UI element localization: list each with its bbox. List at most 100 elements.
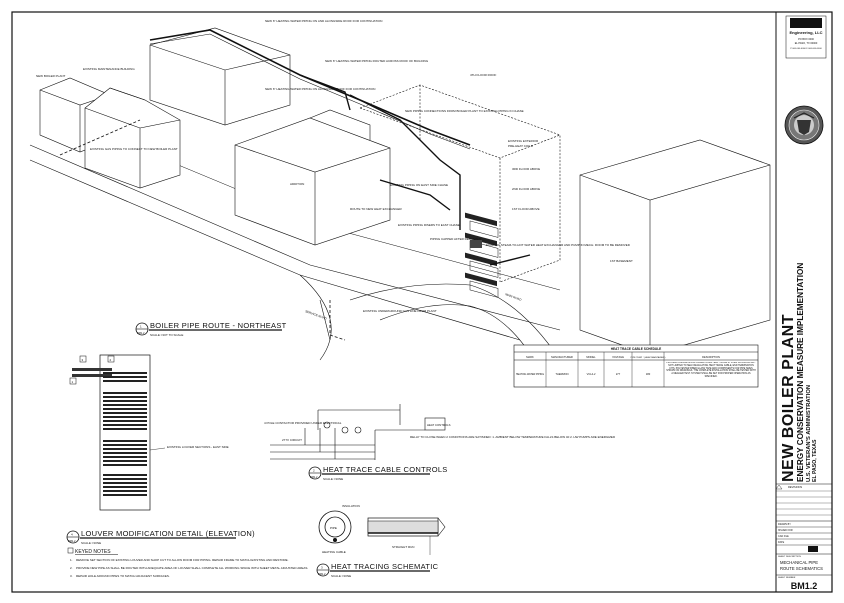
- route-iso-view: [29, 27, 771, 371]
- svg-text:2: 2: [110, 358, 112, 362]
- louver-view-sheet: BM1.2: [68, 539, 76, 543]
- label-existing-underground: EXISTING UNDERGROUND GAS LINE FROM PLANT: [363, 309, 437, 313]
- label-pipe-routing-3: NEW 6" HEATING WATER PIPING ON ALONGSIDE…: [265, 87, 375, 91]
- louver-view-number: 4: [71, 533, 73, 537]
- controls-view-sheet: BM1.2: [310, 475, 318, 479]
- label-piping-capped: PIPING CAPPED AFTER REMOVALS: [430, 237, 481, 241]
- louver-detail: 3 2 1 EXISTING LOUVER SECTIONS - EAST SI…: [69, 354, 229, 511]
- view-title-tracing: 3 BM1.2 HEAT TRACING SCHEMATIC SCALE: NO…: [316, 562, 439, 578]
- label-existing-piping-east: EXISTING PIPING ON EAST SIDE CHASE: [390, 183, 448, 187]
- label-first-floor: 1ST FLOOR ABOVE: [512, 207, 540, 211]
- label-insulation: INSULATION: [342, 504, 360, 508]
- title-block: Engineering, LLC PO BOX 0000 EL PASO, TX…: [775, 15, 832, 591]
- label-basement: 1ST BASEMENT: [610, 259, 633, 263]
- controls-view-title: HEAT TRACE CABLE CONTROLS: [323, 465, 448, 474]
- va-seal-icon: [784, 105, 824, 145]
- louver-view-title: LOUVER MODIFICATION DETAIL (ELEVATION): [81, 529, 255, 538]
- tracing-view-sheet: BM1.2: [318, 572, 326, 576]
- route-view-sheet: BM1.2: [137, 331, 145, 335]
- label-route-new: ROUTE TO NEW HEAT EXCHANGER: [350, 207, 402, 211]
- label-pipe: PIPE: [330, 526, 337, 530]
- schedule-cell-manufacturer: THERMON: [555, 372, 568, 376]
- schedule-cell-description: PROVIDE COMPLETE AND OPERATIONAL HEAT TR…: [666, 362, 756, 378]
- firm-address-1: PO BOX 0000: [798, 38, 814, 41]
- view-title-controls: 2 BM1.2 HEAT TRACE CABLE CONTROLS SCALE:…: [308, 465, 448, 481]
- route-view-number: 1: [140, 325, 142, 329]
- route-view-title: BOILER PIPE ROUTE - NORTHEAST: [150, 321, 287, 330]
- label-existing-piping-riser: EXISTING PIPING RISERS TO EAST CHASE: [398, 223, 460, 227]
- label-existing-chase: EXISTING EXTERIOR: [508, 139, 539, 143]
- schedule-header-pipe-temp: PIPE TEMP ° (HEAT MAINTAINED): [631, 356, 666, 359]
- label-existing-maintenance: EXISTING MAINTENANCE BUILDING: [83, 67, 135, 71]
- project-subtitle: ENERGY CONSERVATION MEASURE IMPLEMENTATI…: [796, 263, 805, 482]
- schedule-header-manufacturer: MANUFACTURER: [551, 355, 573, 359]
- label-existing-gas: EXISTING GAS PIPING TO CONNECT TO NEW BO…: [90, 147, 178, 151]
- controls-note-left: 4 POLE CONTACTOR PROVIDED UNDER ELECTRIC…: [264, 421, 342, 425]
- sheet-description-2: ROUTE SCHEMATICS: [780, 566, 823, 571]
- controls-view-number: 2: [313, 469, 315, 473]
- tb-sheet-description-label: SHEET DESCRIPTION: [778, 556, 801, 558]
- label-pipe-routing-2: NEW 6" HEATING WATER PIPING ROUTED ACROS…: [325, 59, 429, 63]
- tb-issued-for: ISSUED FOR: [778, 529, 793, 532]
- sheet-border: [11, 11, 833, 593]
- svg-text:1.: 1.: [70, 558, 73, 562]
- schedule-header-mark: MARK: [526, 355, 534, 359]
- firm-phone: P 000.000.0000 F 000.000.0000: [790, 48, 822, 50]
- schedule-cell-pipe-temp: 180: [646, 372, 651, 376]
- label-main-road: MAIN ROAD: [505, 292, 523, 302]
- controls-box-label: HEAT CONTROLS: [427, 423, 451, 427]
- schedule-cell-voltage: 277: [616, 372, 621, 376]
- label-second-floor: 2ND FLOOR ABOVE: [512, 187, 540, 191]
- schedule-header-model: MODEL: [586, 355, 596, 359]
- heat-trace-controls-labels: 4 POLE CONTACTOR PROVIDED UNDER ELECTRIC…: [264, 421, 616, 442]
- keyed-note-1: REMOVE SET SECTION OF EXISTING LOUVER AN…: [76, 558, 289, 562]
- heat-trace-schedule: HEAT TRACE CABLE SCHEDULE MARK MANUFACTU…: [513, 344, 759, 388]
- keyed-notes-title: KEYED NOTES: [75, 549, 111, 555]
- view-title-route: 1 BM1.2 BOILER PIPE ROUTE - NORTHEAST SC…: [135, 321, 287, 337]
- tb-drawn-by: DRAWN BY: [778, 523, 791, 526]
- tb-sheet-number-label: SHEET NUMBER: [778, 577, 796, 579]
- revisions-label: REVISIONS: [788, 485, 802, 489]
- route-iso-labels: NEW BOILER PLANT EXISTING MAINTENANCE BU…: [36, 19, 633, 321]
- louver-view-scale: SCALE: NONE: [81, 541, 101, 545]
- label-existing-louver: EXISTING LOUVER SECTIONS - EAST SIDE: [167, 445, 229, 449]
- schedule-cell-model: VCL4-2: [587, 372, 596, 376]
- label-new-boiler-plant: NEW BOILER PLANT: [36, 74, 66, 78]
- heat-tracing-schematic: PIPE INSULATION HEATING CABLE STRAIGHT R…: [318, 504, 446, 555]
- controls-view-scale: SCALE: NONE: [323, 477, 343, 481]
- schedule-header-description: DESCRIPTION: [702, 355, 720, 359]
- project-title: NEW BOILER PLANT: [780, 314, 797, 482]
- tracing-view-scale: SCALE: NONE: [331, 574, 351, 578]
- sheet-number: BM1.2: [791, 581, 818, 591]
- svg-text:1: 1: [72, 380, 74, 384]
- keyed-note-3: REPAIR HOLE AROUND PIPES TO MATCH ADJACE…: [76, 574, 170, 578]
- label-addition: ADDITION: [290, 182, 304, 186]
- label-third-floor: 3RD FLOOR ABOVE: [512, 167, 540, 171]
- label-straight-run: STRAIGHT RUN: [392, 545, 414, 549]
- controls-note-right: RELAY TO CLOSE WHEN 2 CONDITIONS ARE SAT…: [410, 435, 616, 439]
- schedule-cell-mark: HEATING WATER PIPING: [516, 373, 544, 376]
- tracing-view-number: 3: [321, 566, 323, 570]
- keyed-note-2: PROVIDE NEW PIPE AS SHALL BE ROUTED WITH…: [76, 566, 308, 570]
- view-title-louver: 4 BM1.2 LOUVER MODIFICATION DETAIL (ELEV…: [66, 529, 255, 545]
- schedule-cell-description-wrap: PROVIDE COMPLETE AND OPERATIONAL HEAT TR…: [666, 362, 756, 378]
- sheet-description-1: MECHANICAL PIPE: [780, 560, 818, 565]
- tb-cad-file: CAD FILE: [778, 535, 789, 538]
- label-fourth-floor-roof: 4TH FLOOR ROOF: [470, 73, 497, 77]
- label-pre-heat: PRE-HEAT COILS: [508, 144, 533, 148]
- schedule-header-voltage: VOLTAGE: [612, 355, 624, 359]
- keyed-notes: KEYED NOTES 1. REMOVE SET SECTION OF EXI…: [67, 547, 308, 578]
- label-new-piping-conn: NEW PIPING CONNECTIONS FROM BOILER PLANT…: [405, 109, 524, 113]
- tracing-view-title: HEAT TRACING SCHEMATIC: [331, 562, 439, 571]
- project-client: U.S. VETERAN'S ADMINISTRATION: [806, 385, 812, 482]
- svg-text:2.: 2.: [70, 566, 73, 570]
- label-heating-cable: HEATING CABLE: [322, 550, 346, 554]
- heat-trace-controls: [270, 404, 446, 460]
- label-pipe-routing-1: NEW 6" HEATING WATER PIPING ON AND ALONG…: [265, 19, 382, 23]
- svg-text:3: 3: [82, 358, 84, 362]
- project-location: EL PASO, TEXAS: [812, 439, 818, 482]
- label-service-road: SERVICE ROAD: [305, 309, 328, 321]
- firm-name: Engineering, LLC: [789, 30, 822, 35]
